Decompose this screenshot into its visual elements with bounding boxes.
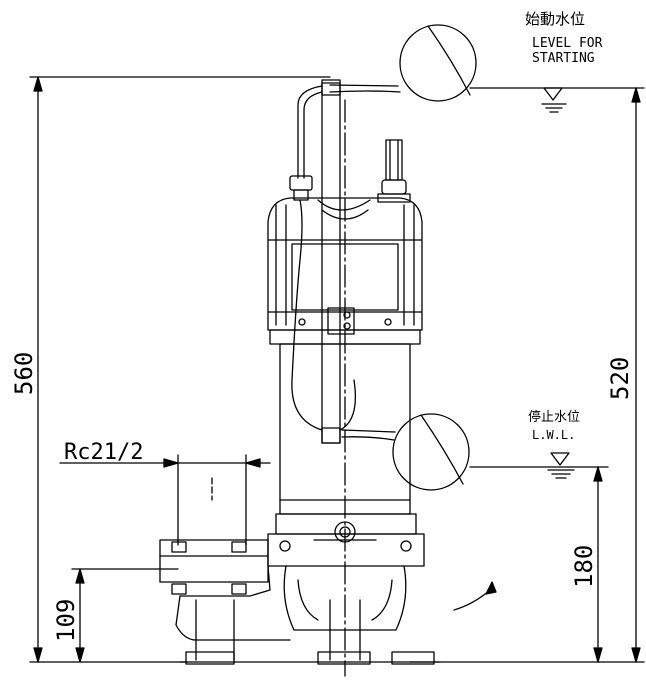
start-water-level-symbol [541,87,567,113]
start-level-label-en-1: LEVEL FOR [532,36,603,51]
upper-float-switch [329,24,477,102]
start-level-height-value: 520 [606,357,634,400]
rotation-arrow [453,581,497,611]
outlet-height-value: 109 [52,599,80,642]
dimension-180 [469,466,609,663]
stop-level-label-jp: 停止水位 [528,409,580,425]
start-level-label-jp: 始動水位 [525,10,585,28]
pump-casing [267,513,425,661]
overall-height-value: 560 [10,352,38,395]
lower-float-switch [341,413,470,491]
power-cable [289,85,357,431]
cable-gland [377,139,411,203]
dimension-pipe [59,454,271,546]
pump-feet [179,651,441,665]
dimension-560 [29,76,331,663]
stop-level-label-en: L.W.L. [532,428,575,442]
dimension-109 [71,568,179,663]
pipe-size-label: Rc21/2 [64,440,143,465]
stop-water-level-symbol [547,452,575,479]
guide-rod [321,79,355,444]
dimension-520 [409,87,645,663]
discharge-flange [159,539,291,661]
start-level-label-en-2: STARTING [532,51,595,66]
stop-level-height-value: 180 [570,545,598,588]
